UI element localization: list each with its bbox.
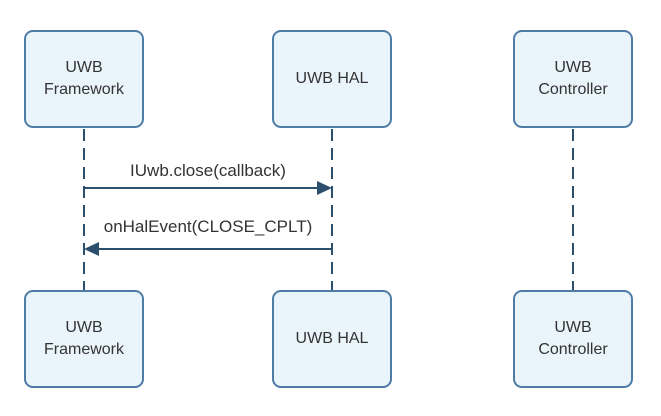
actor-box-top-uwb-framework: UWB Framework xyxy=(24,30,144,128)
actor-box-bottom-uwb-framework: UWB Framework xyxy=(24,290,144,388)
arrowhead-left-icon xyxy=(84,242,99,256)
actor-label: UWB HAL xyxy=(295,70,369,87)
message-arrow-iuwb-close xyxy=(85,181,332,195)
actor-label: UWB Controller xyxy=(538,59,608,98)
actor-label: UWB HAL xyxy=(295,330,369,347)
actor-box-bottom-uwb-hal: UWB HAL xyxy=(272,290,392,388)
actor-label: UWB Controller xyxy=(538,319,608,358)
actor-label: UWB Framework xyxy=(43,319,124,358)
message-arrow-onhalevent xyxy=(84,242,331,256)
message-label-iuwb-close: IUwb.close(callback) xyxy=(130,161,286,180)
actor-label: UWB Framework xyxy=(43,59,124,98)
message-label-onhalevent: onHalEvent(CLOSE_CPLT) xyxy=(103,217,313,236)
actor-box-bottom-uwb-controller: UWB Controller xyxy=(513,290,633,388)
arrowhead-right-icon xyxy=(317,181,332,195)
actor-box-top-uwb-hal: UWB HAL xyxy=(272,30,392,128)
actor-box-top-uwb-controller: UWB Controller xyxy=(513,30,633,128)
